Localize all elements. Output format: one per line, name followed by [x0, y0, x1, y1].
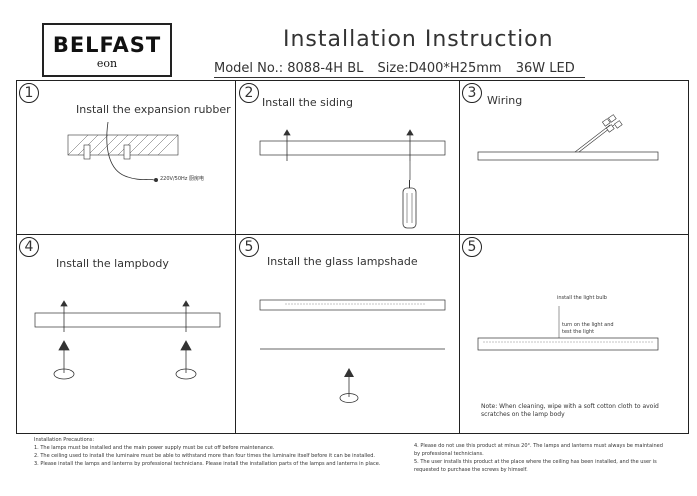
precautions-left: Installation Precautions: 1. The lamps m… — [34, 436, 404, 468]
cleaning-note: Note: When cleaning, wipe with a soft co… — [481, 403, 659, 418]
step-label-5: Install the glass lampshade — [267, 255, 418, 268]
step-label-1: Install the expansion rubber — [76, 103, 231, 116]
siding-illustration — [259, 129, 446, 229]
step-number-6: 5 — [462, 237, 482, 257]
grid-divider — [459, 80, 460, 434]
brand-subtitle: eon — [96, 57, 118, 70]
step-label-3: Wiring — [487, 94, 523, 107]
grid-divider — [16, 234, 689, 235]
bulb-annotation: install the light bulb — [557, 295, 607, 301]
expansion-rubber-illustration — [67, 121, 179, 182]
test-annotation-2: test the light — [562, 329, 595, 335]
lampbody-illustration — [34, 300, 221, 380]
precaution-item: 3. Please install the lamps and lanterns… — [34, 461, 381, 467]
precautions-right: 4. Please do not use this product at min… — [414, 442, 684, 474]
power-annotation: 220V/50Hz 厨房电 — [160, 176, 204, 182]
precaution-item: 4. Please do not use this product at min… — [414, 443, 663, 449]
size-spec: Size:D400*H25mm — [377, 61, 502, 76]
step-number-1: 1 — [19, 83, 39, 103]
precaution-item: by professional technicians. — [414, 451, 484, 457]
step-label-2: Install the siding — [262, 96, 353, 109]
step-number-4: 4 — [19, 237, 39, 257]
step-number-3: 3 — [462, 83, 482, 103]
step-number-2: 2 — [239, 83, 259, 103]
precaution-item: 1. The lamps must be installed and the m… — [34, 445, 275, 451]
test-light-illustration — [477, 306, 659, 351]
precaution-item: requested to purchase the screws by hims… — [414, 467, 528, 473]
wiring-illustration — [477, 114, 659, 161]
precaution-item: 5. The user installs this product at the… — [414, 459, 657, 465]
brand-name: BELFAST — [52, 33, 162, 57]
lampshade-illustration — [259, 299, 446, 403]
model-number: Model No.: 8088-4H BL — [214, 61, 364, 76]
page-title: Installation Instruction — [283, 27, 554, 52]
power-spec: 36W LED — [515, 61, 575, 76]
precaution-item: 2. The ceiling used to install the lumin… — [34, 453, 375, 459]
step-label-4: Install the lampbody — [56, 257, 169, 270]
step-number-5: 5 — [239, 237, 259, 257]
test-annotation-1: turn on the light and — [562, 322, 614, 328]
brand-logo: BELFAST eon — [42, 23, 172, 77]
steps-grid — [16, 80, 689, 434]
grid-divider — [235, 80, 236, 434]
precautions-title: Installation Precautions: — [34, 437, 95, 443]
model-info: Model No.: 8088-4H BL Size:D400*H25mm 36… — [214, 61, 585, 78]
